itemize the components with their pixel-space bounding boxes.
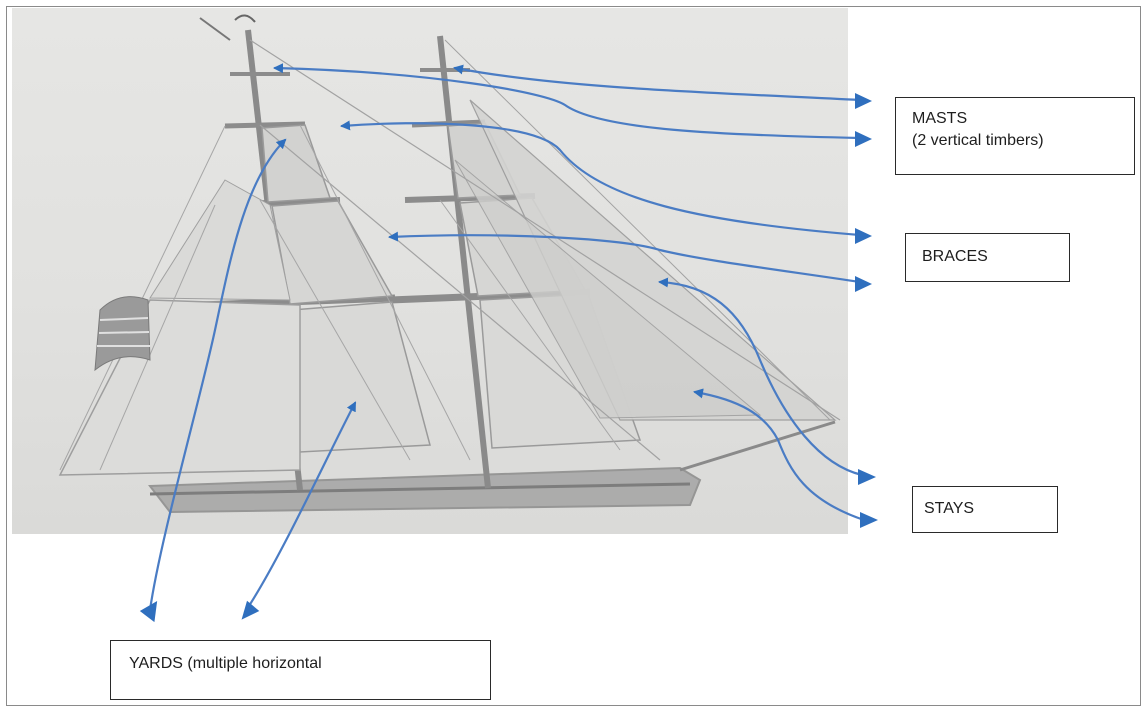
arrowhead-yards-1	[140, 601, 166, 626]
label-yards: YARDS (multiple horizontal	[110, 640, 491, 700]
bowsprit	[680, 422, 835, 470]
label-stays: STAYS	[912, 486, 1058, 533]
ship-drawing	[60, 15, 840, 512]
label-stays-text: STAYS	[924, 498, 1057, 520]
arrowhead-stays-1	[858, 469, 876, 485]
label-masts-subtitle: (2 vertical timbers)	[912, 130, 1134, 152]
label-braces: BRACES	[905, 233, 1070, 282]
arrow-masts-2	[275, 68, 860, 138]
label-masts: MASTS (2 vertical timbers)	[895, 97, 1135, 175]
arrowhead-masts-2	[855, 131, 872, 147]
arrowhead-yards-2	[235, 601, 259, 625]
arrowhead-masts-1	[855, 93, 872, 109]
label-masts-title: MASTS	[912, 108, 1134, 130]
arrow-masts-1	[455, 68, 860, 100]
arrowhead-braces-2	[855, 276, 872, 292]
label-braces-text: BRACES	[922, 246, 1069, 268]
arrowhead-stays-2	[860, 512, 878, 528]
diagram-canvas: MASTS (2 vertical timbers) BRACES STAYS …	[0, 0, 1147, 672]
arrowhead-braces-1	[855, 228, 872, 244]
